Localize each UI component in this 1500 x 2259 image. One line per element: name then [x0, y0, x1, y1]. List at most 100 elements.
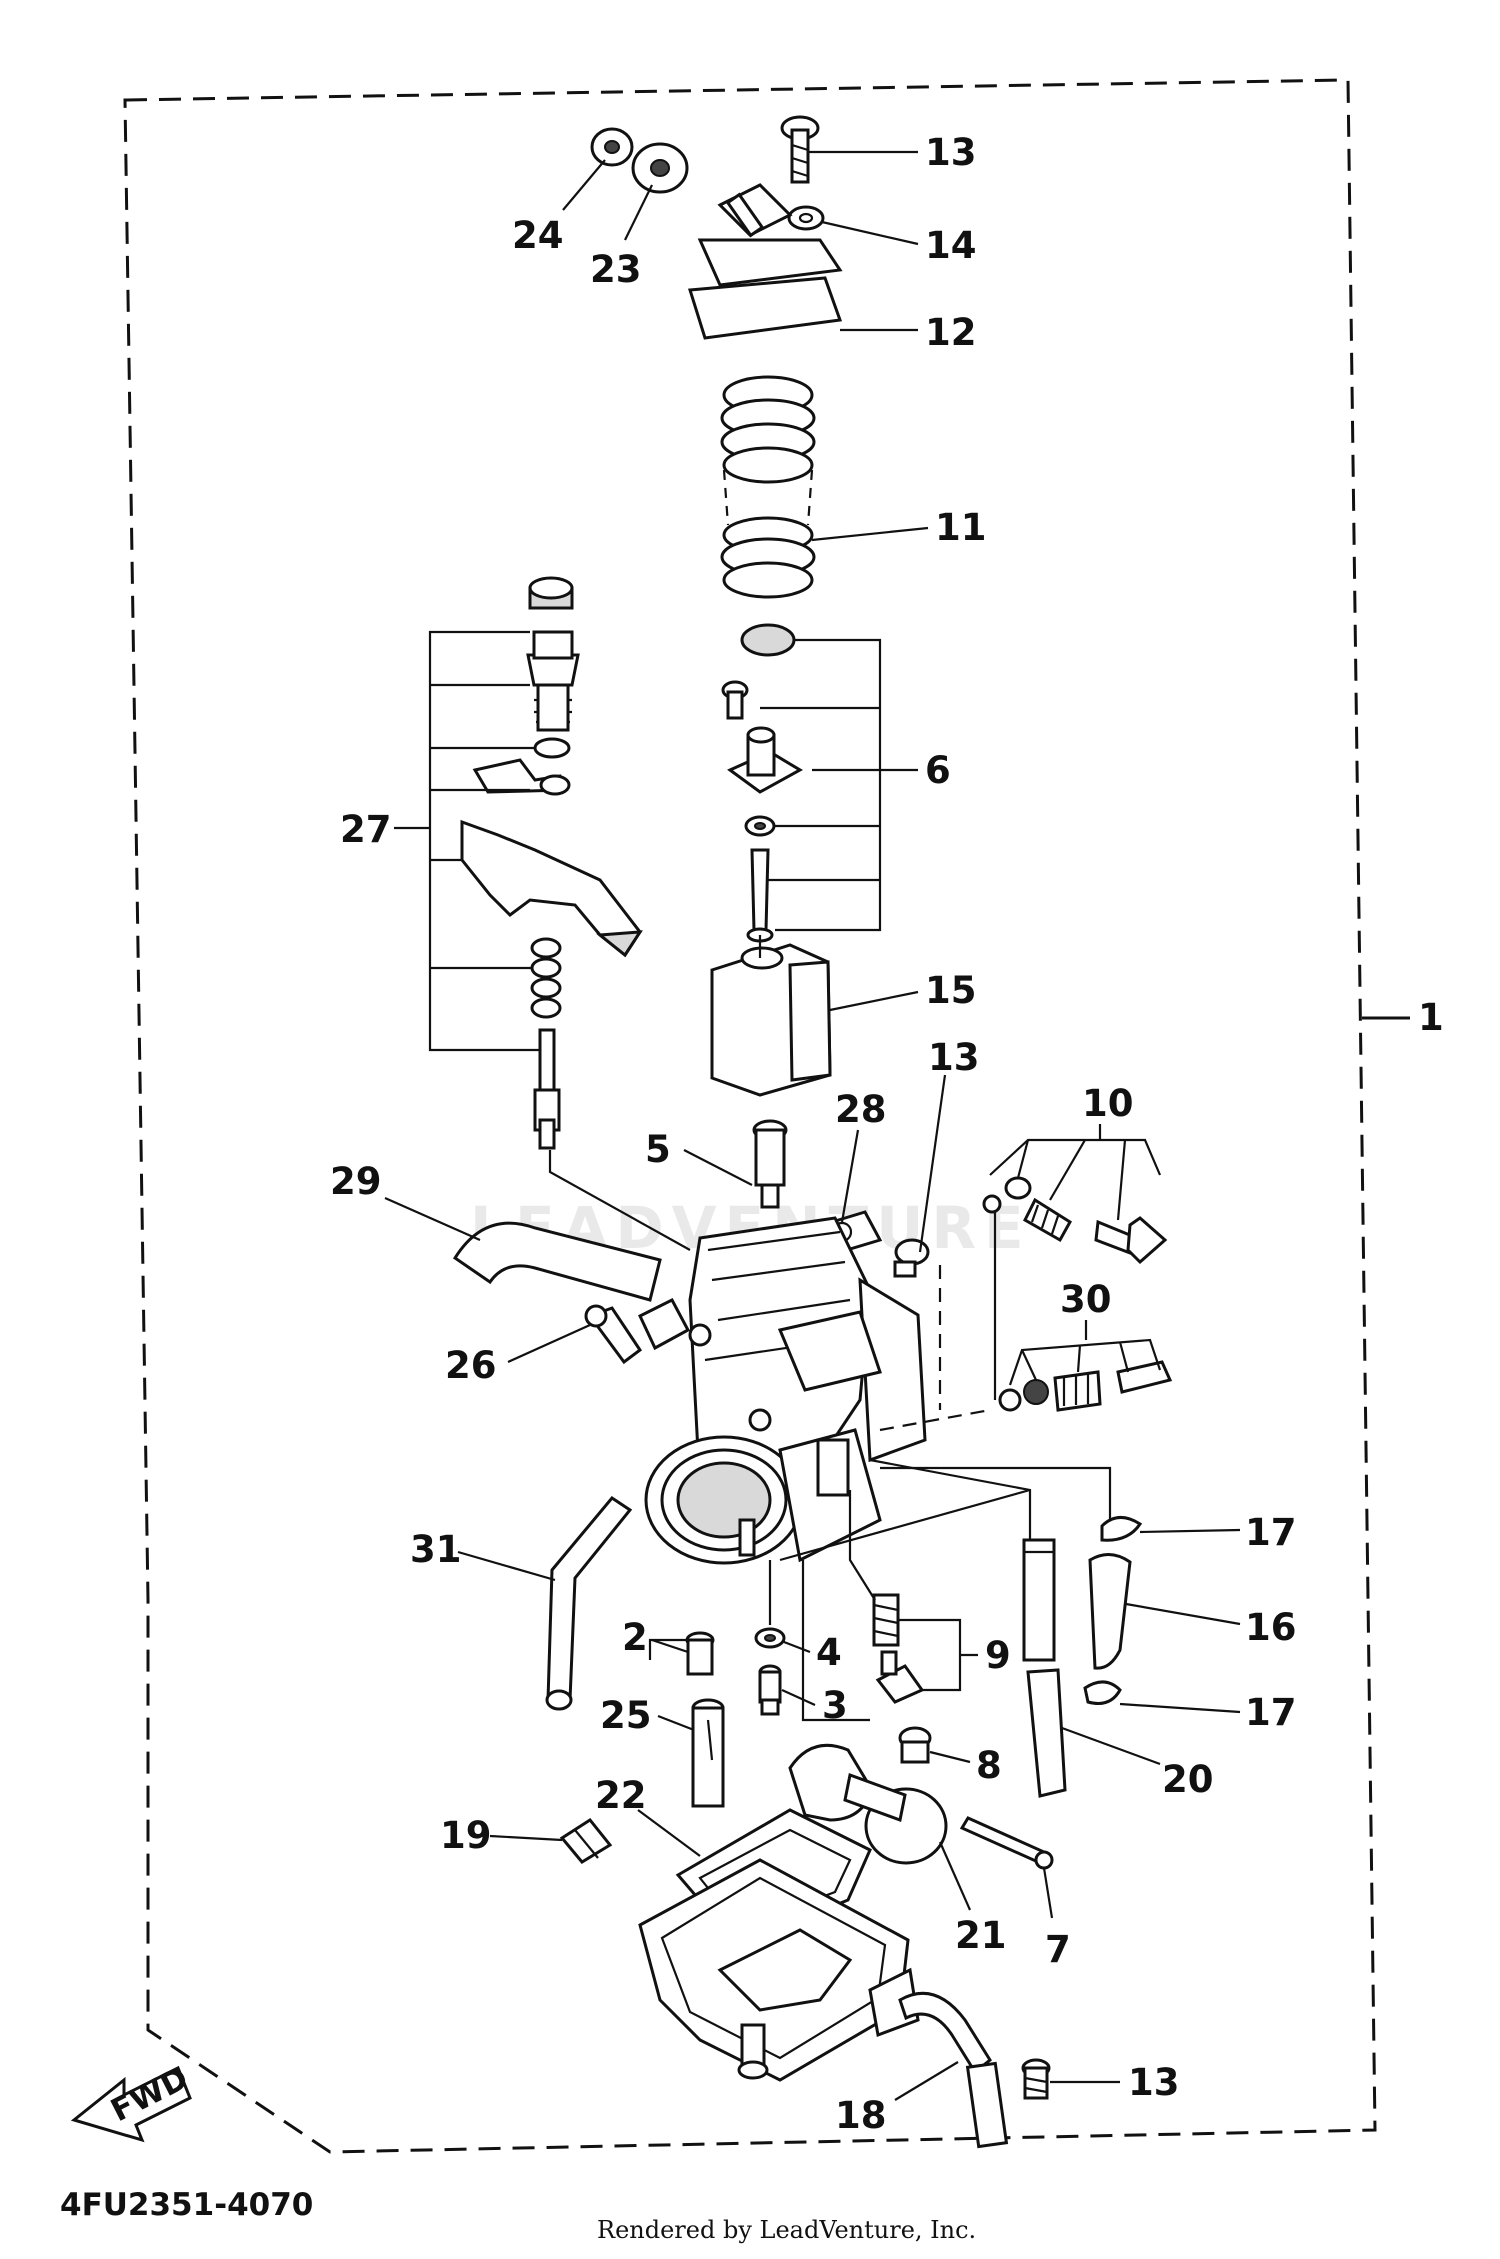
leader-21: [938, 1841, 972, 1911]
callout-11: 11: [935, 506, 987, 549]
callout-16: 16: [1245, 1606, 1297, 1649]
bracket-9: [898, 1618, 978, 1692]
fwd-arrow-icon: FWD: [70, 2060, 194, 2143]
part-11-throttle-spring: [720, 375, 816, 599]
callout-12: 12: [925, 311, 977, 354]
guide-line-2: [648, 1638, 700, 1660]
callout-28: 28: [835, 1088, 887, 1131]
callout-9: 9: [985, 1634, 1011, 1677]
callout-27: 27: [340, 808, 392, 851]
part-27-choke-lever-group: [460, 576, 643, 1150]
callout-6: 6: [925, 749, 951, 792]
guide-line-1: [548, 1150, 691, 1251]
part-18-drain-hose: [898, 1991, 1009, 2149]
callout-13-side: 13: [928, 1036, 980, 1079]
part-5-needle-jet: [752, 1119, 788, 1209]
part-13-bowl-screw: [1021, 2058, 1051, 2100]
part-20-hose: [1022, 1538, 1067, 1798]
part-10-air-screw-group: [982, 1176, 1168, 1265]
part-16-hose: [1088, 1553, 1132, 1670]
part-17-upper-clip: [1100, 1516, 1143, 1542]
part-7-float-pin: [959, 1816, 1054, 1870]
leader-17b: [1119, 1702, 1241, 1714]
part-15-throttle-valve: [710, 935, 832, 1097]
callout-31: 31: [410, 1528, 462, 1571]
leader-2: [651, 1638, 689, 1654]
leader-16: [1125, 1602, 1241, 1626]
guide-30: [879, 1408, 991, 1432]
leader-29: [384, 1196, 481, 1242]
callout-13-top: 13: [925, 131, 977, 174]
part-12-top-cover: [688, 183, 843, 340]
callout-15: 15: [925, 969, 977, 1012]
callout-2: 2: [622, 1616, 648, 1659]
part-8-float-screw: [898, 1726, 932, 1764]
assembly-boundary: [123, 78, 1377, 2154]
bracket-10: [989, 1138, 1162, 1221]
leader-3: [781, 1688, 816, 1707]
callout-22: 22: [595, 1774, 647, 1817]
leader-7: [1042, 1867, 1054, 1919]
part-26-fitting: [584, 1304, 643, 1365]
callout-30: 30: [1060, 1278, 1112, 1321]
callout-26: 26: [445, 1344, 497, 1387]
callout-29: 29: [330, 1160, 382, 1203]
guide-line-3: [768, 1560, 870, 1722]
part-19-drain-screw: [559, 1818, 613, 1864]
part-30-idle-screw-group: [998, 1360, 1173, 1412]
leader-24: [562, 159, 606, 211]
callout-14: 14: [925, 224, 977, 267]
callout-20: 20: [1162, 1758, 1214, 1801]
part-31-overflow-hose: [545, 1496, 633, 1711]
leader-15: [829, 990, 919, 1012]
callout-17-upper: 17: [1245, 1511, 1297, 1554]
part-13-top-screw: [780, 115, 820, 184]
leader-22: [637, 1809, 701, 1857]
leader-23: [624, 184, 653, 241]
leader-13b: [918, 1074, 947, 1253]
part-6-needle-holder-group: [721, 623, 804, 943]
part-3-pilot-jet: [758, 1664, 782, 1716]
leader-17a: [1139, 1528, 1241, 1534]
part-29-vent-hose: [452, 1221, 662, 1302]
callout-4: 4: [816, 1631, 842, 1674]
callout-21: 21: [955, 1914, 1007, 1957]
guide-line-6: [779, 1488, 1031, 1562]
part-24-cap-seal: [590, 127, 634, 167]
callout-19: 19: [440, 1814, 492, 1857]
callout-25: 25: [600, 1694, 652, 1737]
part-14-washer: [787, 205, 825, 231]
callout-17-lower: 17: [1245, 1691, 1297, 1734]
leader-4: [783, 1640, 811, 1654]
callout-23: 23: [590, 248, 642, 291]
leader-20: [1061, 1726, 1161, 1766]
callout-3: 3: [822, 1684, 848, 1727]
callout-24: 24: [512, 214, 564, 257]
part-23-cap: [631, 142, 689, 194]
leader-19: [489, 1834, 563, 1842]
bracket-30: [1008, 1338, 1162, 1386]
part-4-washer: [754, 1627, 786, 1649]
credit-text: Rendered by LeadVenture, Inc.: [597, 2216, 976, 2244]
bracket-27: [428, 630, 540, 1052]
leader-8: [929, 1750, 971, 1764]
leader-31: [457, 1550, 556, 1582]
part-21-float: [788, 1743, 948, 1865]
callout-13-bowl: 13: [1128, 2061, 1180, 2104]
float-bowl: [638, 1858, 920, 2082]
callout-5: 5: [645, 1128, 671, 1171]
part-9-needle-valve-group: [872, 1593, 925, 1704]
leader-14: [821, 220, 919, 246]
callout-10: 10: [1082, 1082, 1134, 1125]
guide-line-9: [848, 1490, 876, 1601]
leader-18: [894, 2061, 959, 2101]
part-17-lower-clip: [1083, 1680, 1122, 1705]
carburetor-body: [638, 1216, 927, 1565]
callout-18: 18: [835, 2094, 887, 2137]
callout-7: 7: [1045, 1928, 1071, 1971]
callout-8: 8: [976, 1744, 1002, 1787]
leader-25: [657, 1714, 695, 1732]
leader-5: [683, 1149, 753, 1186]
part-13-side-screw: [893, 1238, 930, 1278]
